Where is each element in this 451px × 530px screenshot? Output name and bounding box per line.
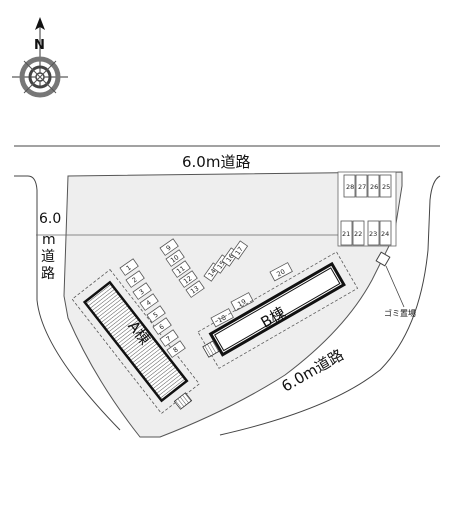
parking-slots-9-13: 9 10 11 12 13 [159, 238, 205, 298]
parking-slot-11: 11 [175, 264, 186, 275]
garbage-label: ゴミ置場 [384, 308, 416, 318]
parking-row-upper: 28 27 26 25 [343, 174, 392, 198]
parking-slot-13: 13 [189, 284, 200, 295]
parking-slots-14-17: 14 15 16 17 [203, 240, 249, 282]
building-b-stairs [202, 340, 220, 358]
right-road-edge [219, 175, 441, 436]
garbage-leader [385, 265, 405, 308]
parking-slot-10: 10 [169, 253, 180, 264]
parking-slot-6: 6 [158, 323, 166, 332]
parking-slot-24: 24 [381, 230, 389, 238]
compass: N [12, 17, 68, 98]
garbage-area [375, 251, 391, 267]
svg-text:路: 路 [41, 266, 55, 282]
compass-rose-icon [12, 56, 68, 98]
parking-slot-23: 23 [369, 230, 377, 238]
parking-slot-21: 21 [342, 230, 350, 238]
parking-slot-4: 4 [145, 299, 153, 308]
parking-slots-1-8: 1 2 3 4 5 6 7 8 [119, 258, 186, 358]
parking-slot-1: 1 [125, 264, 133, 273]
parking-slot-12: 12 [182, 274, 193, 285]
left-road-label: 6.0 m 道 路 [39, 211, 61, 282]
parking-slot-18: 18 [216, 314, 227, 325]
top-road-label: 6.0m道路 [182, 153, 250, 171]
parking-slot-19: 19 [236, 298, 247, 309]
parking-slot-22: 22 [354, 230, 362, 238]
parking-slot-9: 9 [165, 244, 173, 253]
parking-slot-8: 8 [172, 346, 180, 355]
parking-slot-28: 28 [346, 183, 354, 191]
parking-slot-17: 17 [234, 245, 245, 256]
parking-row-lower: 21 22 23 24 [340, 220, 392, 246]
svg-text:道: 道 [41, 249, 55, 265]
parking-slot-16: 16 [225, 252, 236, 263]
parking-slot-15: 15 [216, 259, 227, 270]
parking-slots-18-20: 18 19 20 [210, 262, 293, 328]
parking-slot-2: 2 [131, 276, 139, 285]
parking-slot-3: 3 [138, 288, 146, 297]
parking-slot-26: 26 [370, 183, 378, 191]
parking-slot-7: 7 [165, 335, 173, 344]
parking-slot-27: 27 [358, 183, 366, 191]
parking-slot-20: 20 [275, 268, 286, 279]
left-road-edge [14, 175, 121, 431]
svg-text:6.0: 6.0 [39, 211, 61, 227]
parking-slot-5: 5 [152, 311, 160, 320]
parking-slot-14: 14 [207, 267, 218, 278]
building-a-stairs [173, 392, 193, 410]
svg-text:m: m [42, 232, 56, 248]
north-label: N [34, 38, 45, 53]
parking-slot-25: 25 [382, 183, 390, 191]
